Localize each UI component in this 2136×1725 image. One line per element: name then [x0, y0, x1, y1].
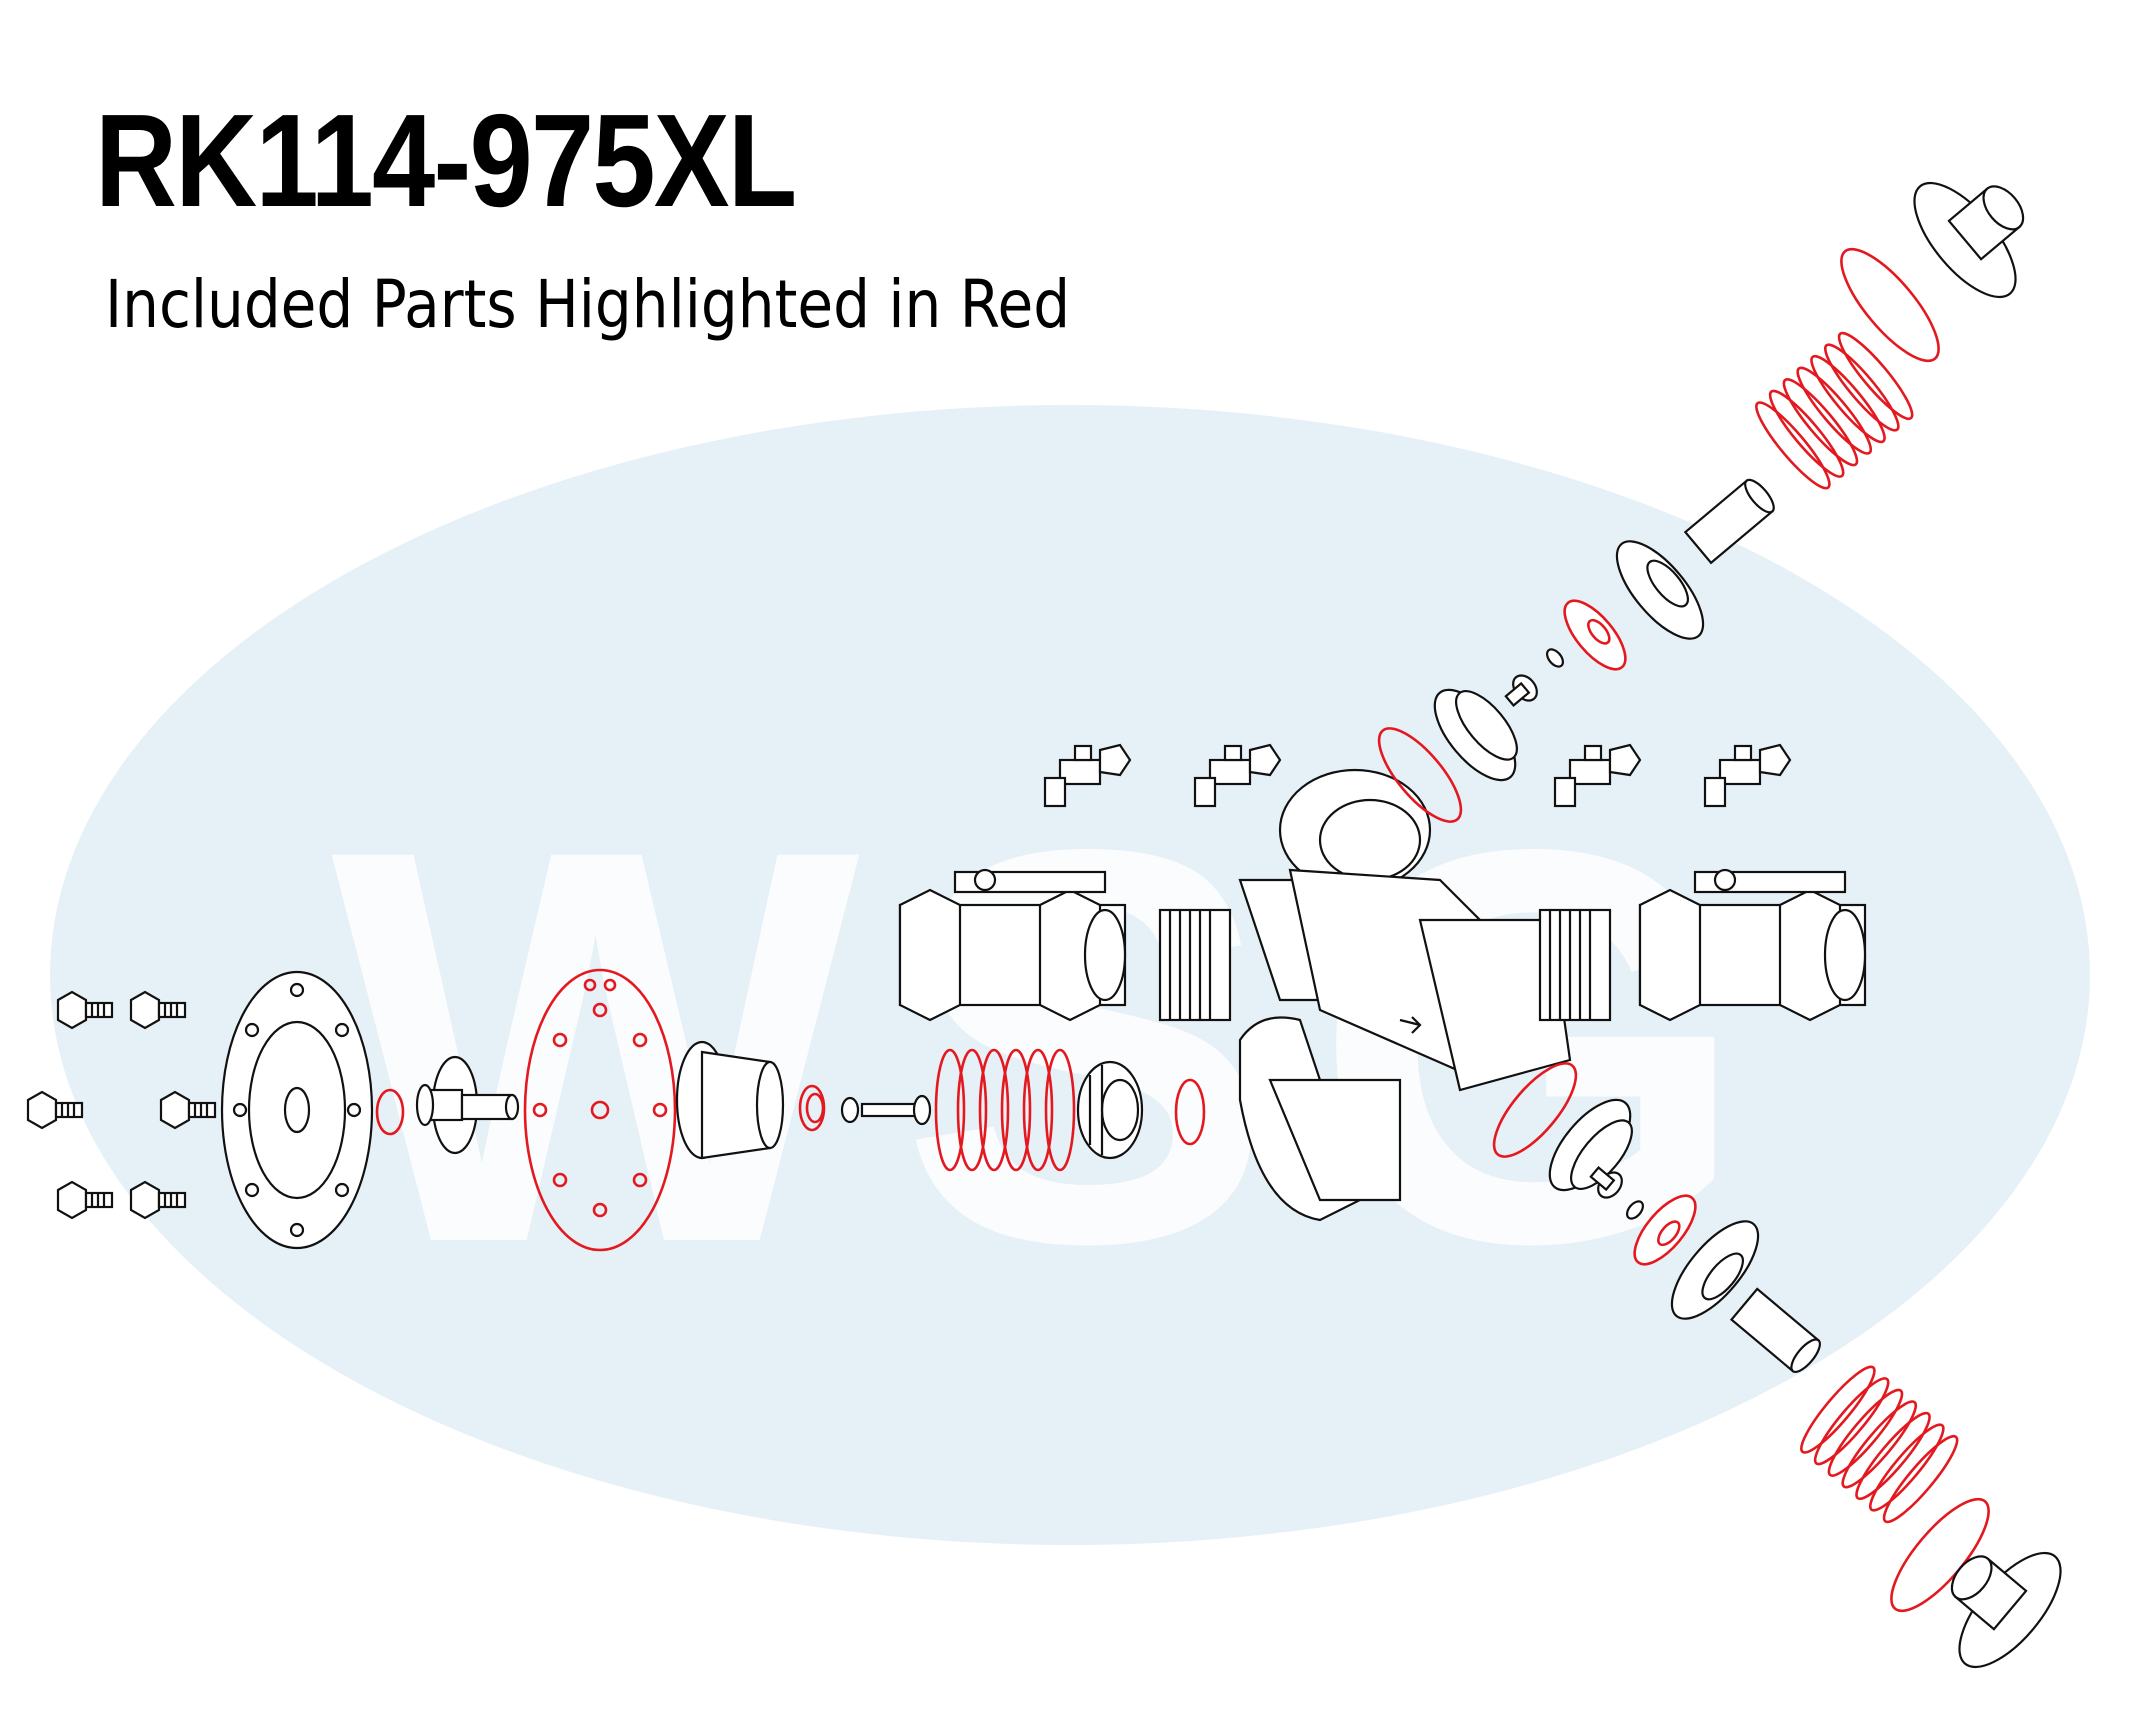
- relief-valve-cover: [220, 970, 374, 1250]
- pipe-nipple-right: [1538, 908, 1612, 1022]
- o-ring-lower-seat: [1492, 1062, 1578, 1158]
- test-cock-icon: [1193, 743, 1282, 808]
- bolt-icon: [129, 1180, 187, 1220]
- o-ring-upper-seat: [1377, 727, 1463, 823]
- test-cock-icon: [1553, 743, 1642, 808]
- upper-washer: [1545, 648, 1565, 668]
- upper-spring: [1755, 331, 1914, 490]
- relief-disc: [805, 1092, 825, 1124]
- bolt-icon: [129, 990, 187, 1030]
- lower-check-assembly: [1492, 1062, 2062, 1669]
- ball-valve-left: [898, 868, 1127, 1022]
- o-ring-small: [375, 1088, 405, 1136]
- spring-cage: [1076, 1060, 1144, 1160]
- lower-disc-holder: [1670, 1220, 1760, 1320]
- lower-disc-screw: [1589, 1165, 1623, 1199]
- upper-check-assembly: [1377, 181, 2025, 823]
- lower-cover: [1950, 1551, 2062, 1669]
- lower-spring: [1800, 1365, 1959, 1524]
- o-ring-upper-cover: [1840, 247, 1940, 363]
- lower-guide-stem: [1729, 1287, 1821, 1373]
- upper-cover: [1913, 181, 2025, 299]
- bolt-icon: [56, 1180, 114, 1220]
- bolt-icon: [26, 1090, 84, 1130]
- relief-spring: [934, 1048, 1076, 1172]
- test-cocks: [1043, 743, 1792, 808]
- lower-disc-rubber: [1633, 1194, 1697, 1266]
- cover-bolts: [26, 990, 217, 1220]
- valve-body: [1238, 768, 1572, 1222]
- page-title: RK114-975XL: [95, 87, 797, 234]
- o-ring-medium: [1174, 1078, 1206, 1146]
- washer: [840, 1096, 860, 1124]
- lower-washer: [1625, 1200, 1645, 1220]
- page-subtitle: Included Parts Highlighted in Red: [105, 266, 1071, 343]
- pipe-nipple-left: [1158, 908, 1232, 1022]
- lower-seat: [1548, 1098, 1633, 1192]
- relief-piston: [675, 1040, 785, 1160]
- ball-valve-right: [1638, 868, 1867, 1022]
- upper-guide-stem: [1683, 478, 1775, 565]
- bolt-icon: [159, 1090, 217, 1130]
- diaphragm-plate: [415, 1055, 520, 1155]
- test-cock-icon: [1043, 743, 1132, 808]
- upper-disc-holder: [1615, 540, 1705, 640]
- upper-disc-screw: [1504, 674, 1538, 708]
- upper-seat: [1433, 688, 1518, 782]
- bolt-icon: [56, 990, 114, 1030]
- relief-screw: [860, 1094, 932, 1126]
- diaphragm: [523, 968, 677, 1252]
- test-cock-icon: [1703, 743, 1792, 808]
- watermark-letters: WSG: [331, 733, 1789, 1359]
- upper-disc-rubber: [1563, 599, 1627, 671]
